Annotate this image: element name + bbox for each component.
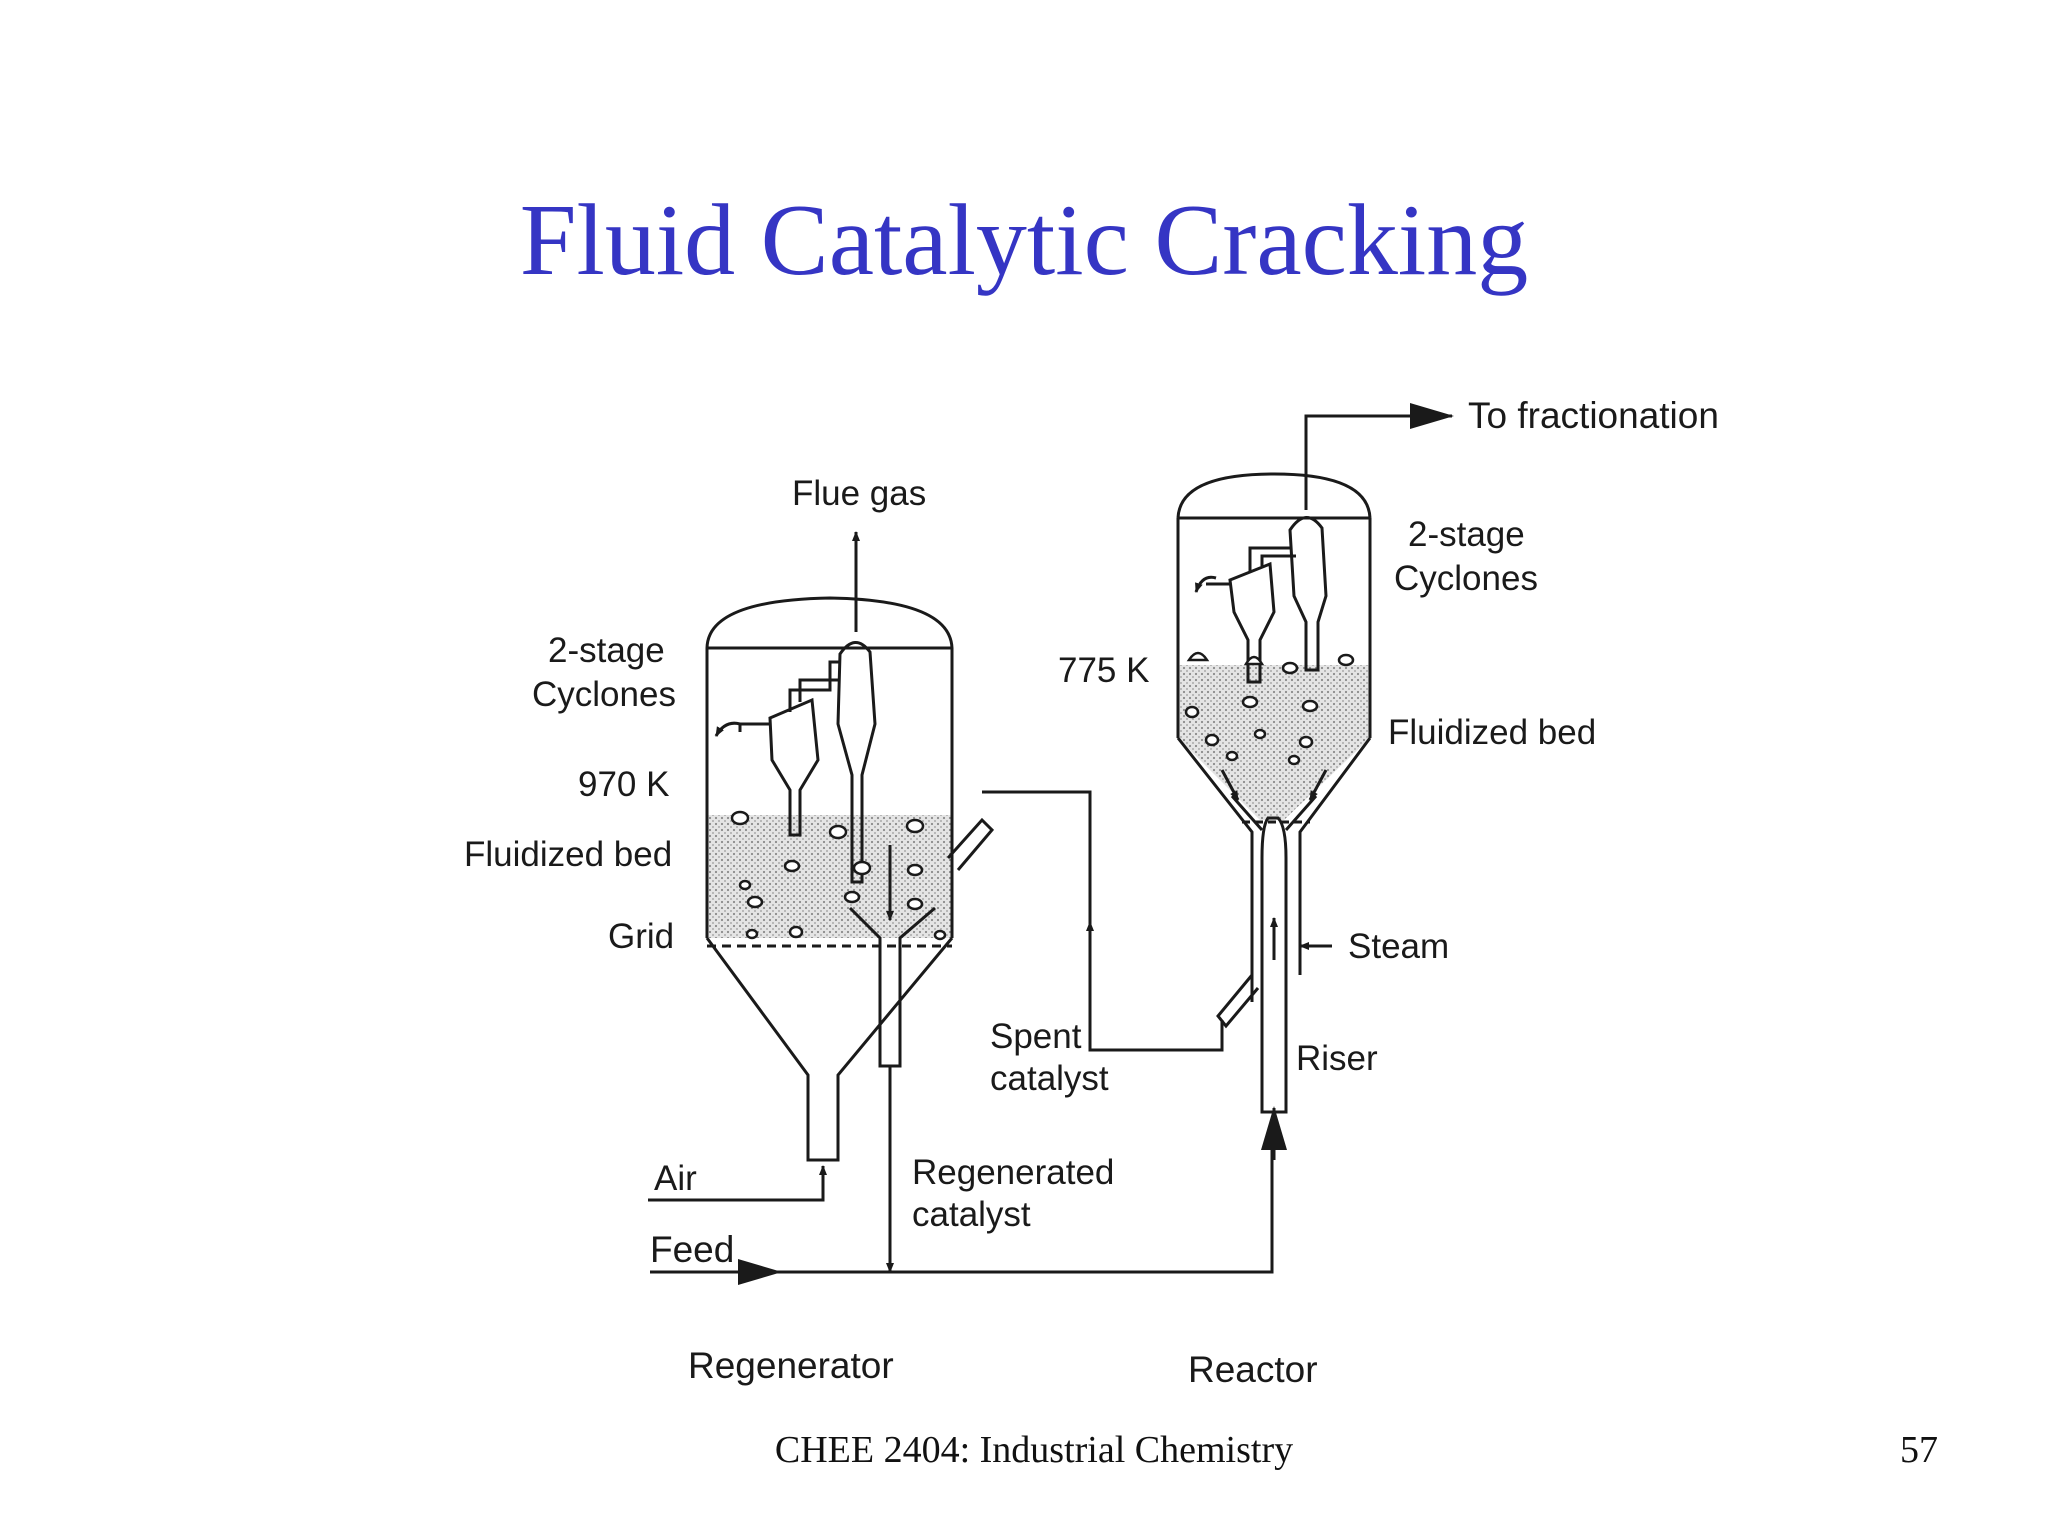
- label-regen-cyclones-1: 2-stage: [548, 631, 665, 670]
- label-spent-catalyst-1: Spent: [990, 1017, 1082, 1056]
- label-reactor-bed: Fluidized bed: [1388, 713, 1596, 752]
- label-steam: Steam: [1348, 927, 1449, 966]
- label-riser: Riser: [1296, 1039, 1378, 1078]
- reactor-bed-fill: [1178, 665, 1370, 820]
- label-flue-gas: Flue gas: [792, 474, 926, 513]
- label-reactor-cyclones-1: 2-stage: [1408, 515, 1525, 554]
- label-regen-temp: 970 K: [578, 765, 669, 804]
- process-lines: [648, 790, 1274, 1274]
- label-spent-catalyst-2: catalyst: [990, 1059, 1109, 1098]
- reactor-dome: [1176, 472, 1372, 519]
- slide-title: Fluid Catalytic Cracking: [519, 184, 1529, 297]
- regenerator-vessel: [705, 531, 995, 1162]
- label-reactor-cyclones-2: Cyclones: [1394, 559, 1538, 598]
- label-feed: Feed: [650, 1229, 734, 1270]
- label-grid: Grid: [608, 917, 674, 956]
- regen-bubbles: [730, 810, 947, 941]
- reactor-bubbles: [1184, 651, 1355, 766]
- label-regen-catalyst-1: Regenerated: [912, 1153, 1114, 1192]
- riser-pipe: [1260, 816, 1288, 1114]
- regen-dome: [705, 596, 954, 649]
- regen-cone: [705, 937, 954, 1162]
- label-reactor-temp: 775 K: [1058, 651, 1149, 690]
- label-air: Air: [654, 1159, 697, 1198]
- footer-course: CHEE 2404: Industrial Chemistry: [774, 1429, 1294, 1471]
- label-regen-bed: Fluidized bed: [464, 835, 672, 874]
- reactor-vessel: [1176, 414, 1410, 1114]
- label-regen-cyclones-2: Cyclones: [532, 675, 676, 714]
- label-reactor: Reactor: [1188, 1349, 1318, 1390]
- label-to-fractionation: To fractionation: [1468, 395, 1719, 436]
- page-number: 57: [1900, 1429, 1938, 1471]
- label-regenerator: Regenerator: [688, 1345, 894, 1386]
- label-regen-catalyst-2: catalyst: [912, 1195, 1031, 1234]
